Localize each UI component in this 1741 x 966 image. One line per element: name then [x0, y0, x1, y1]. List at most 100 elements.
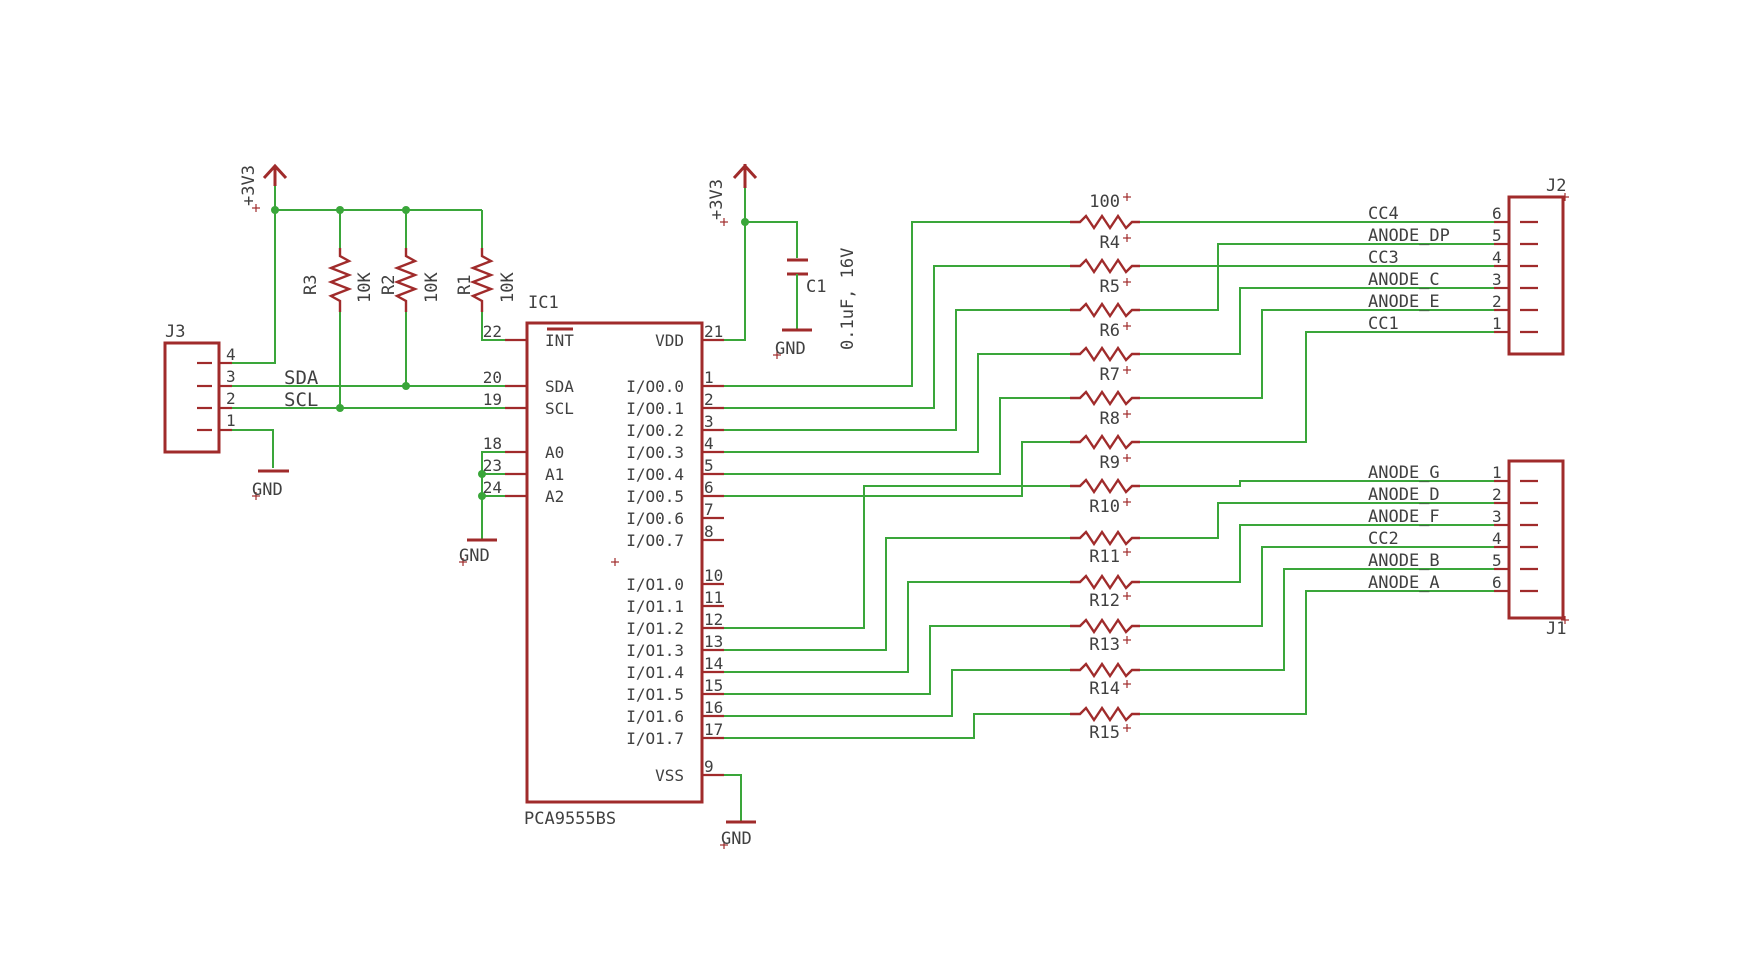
series-resistor-label: R4	[1100, 233, 1120, 253]
r2-name: R2	[379, 275, 399, 295]
ic1-pin-label: I/O0.7	[626, 531, 684, 550]
gnd-symbol-c1: GND	[773, 328, 812, 359]
ic1-pin-label: I/O1.3	[626, 641, 684, 660]
series-resistor-label: R6	[1100, 321, 1120, 341]
net-label: ANODE_DP	[1368, 226, 1450, 246]
series-resistor-body	[1070, 301, 1140, 319]
ic1-pin-label: I/O0.2	[626, 421, 684, 440]
io-wire	[1140, 309, 1494, 399]
r1-name: R1	[455, 275, 475, 295]
c1-value: 0.1uF, 16V	[838, 248, 858, 350]
c1-top-wire	[745, 221, 798, 258]
series-resistor-body	[1070, 529, 1140, 547]
ic1-pin-number: 7	[704, 500, 714, 519]
series-resistor-body	[1070, 573, 1140, 591]
ic1-pin-number: 17	[704, 720, 723, 739]
series-resistor-label: R13	[1089, 635, 1120, 655]
ic1-pin-number: 8	[704, 522, 714, 541]
ic1-pin-number: 2	[704, 390, 714, 409]
io-wire	[1140, 265, 1494, 311]
net-label: ANODE_F	[1368, 507, 1440, 527]
net-label: CC2	[1368, 529, 1399, 549]
ic1-pin-label: I/O0.1	[626, 399, 684, 418]
gnd-label: GND	[775, 339, 806, 359]
a0-gnd-wire	[481, 451, 505, 540]
int-wire	[481, 312, 505, 341]
io-routing-wires	[724, 221, 1494, 739]
supply-3v3-mid: +3V3	[707, 163, 758, 226]
net-label: ANODE_D	[1368, 485, 1440, 505]
gnd-symbol-vss: GND	[720, 820, 756, 849]
io-wire	[1140, 524, 1494, 583]
series-resistor-body	[1070, 477, 1140, 495]
ic1-pin-label: A2	[545, 487, 564, 506]
series-resistor-body	[1070, 617, 1140, 635]
net-label: ANODE_E	[1368, 292, 1440, 312]
ic1-pin-number: 12	[704, 610, 723, 629]
ic1-pin-number: 21	[704, 322, 723, 341]
ic1-pin-number: 16	[704, 698, 723, 717]
r2-value: 10K	[422, 272, 442, 303]
supply-label: +3V3	[707, 179, 727, 220]
ic1-pin-number: 14	[704, 654, 723, 673]
ic1-pin-number: 6	[704, 478, 714, 497]
ic1-pin-label: VSS	[655, 766, 684, 785]
ic1-pin-label: I/O1.0	[626, 575, 684, 594]
ic1-pin-number: 10	[704, 566, 723, 585]
io-wire	[1140, 502, 1494, 539]
ic1-pin-number: 11	[704, 588, 723, 607]
ic1-pin-number: 4	[704, 434, 714, 453]
io-wire	[724, 485, 1070, 629]
series-resistor-body	[1070, 661, 1140, 679]
ic1-pin-label: I/O1.5	[626, 685, 684, 704]
r1-value: 10K	[498, 272, 518, 303]
net-label: ANODE_G	[1368, 463, 1440, 483]
j3-pin-1: 1	[226, 411, 236, 430]
series-resistor-body	[1070, 257, 1140, 275]
gnd-symbol-addr: GND	[459, 538, 497, 566]
ic1-name: IC1	[528, 293, 559, 313]
net-label: CC1	[1368, 314, 1399, 334]
connector-pin-number: 2	[1492, 485, 1502, 504]
series-resistor-body	[1070, 213, 1140, 231]
io-wire	[1140, 287, 1494, 355]
series-resistor-label: R9	[1100, 453, 1120, 473]
j2-name: J2	[1546, 176, 1566, 196]
series-resistor-body	[1070, 345, 1140, 363]
ic1-pin-number: 5	[704, 456, 714, 475]
ic1-pin-label: I/O0.6	[626, 509, 684, 528]
connector-pin-number: 6	[1492, 573, 1502, 592]
ic1-pin-label: I/O1.2	[626, 619, 684, 638]
io-wire	[1140, 546, 1494, 627]
io-wire	[1140, 590, 1494, 715]
scl-net-label: SCL	[284, 389, 318, 411]
connector-pin-number: 6	[1492, 204, 1502, 223]
ic1-right-pins: 21VDD1I/O0.02I/O0.13I/O0.24I/O0.35I/O0.4…	[626, 322, 724, 785]
vdd-wire	[724, 188, 746, 341]
connector-j3: J3 4 3 2 1	[163, 322, 236, 454]
ic1-pin-label: A0	[545, 443, 564, 462]
series-resistor-body	[1070, 389, 1140, 407]
ic1-pin-label: VDD	[655, 331, 684, 350]
ic1-pin-label: I/O0.3	[626, 443, 684, 462]
ic1-pin-label: A1	[545, 465, 564, 484]
ic1-pin-number: 1	[704, 368, 714, 387]
ic1-pin-label: SDA	[545, 377, 574, 396]
series-resistor-label: R10	[1089, 497, 1120, 517]
r3-value: 10K	[355, 272, 375, 303]
ic1-pin-label: I/O1.4	[626, 663, 684, 682]
ic1-pin-label: I/O0.4	[626, 465, 684, 484]
resistor-r1: R1 10K	[455, 248, 518, 312]
resistor-r3: R3 10K	[301, 248, 375, 312]
j1-pins: 1ANODE_G2ANODE_D3ANODE_F4CC25ANODE_B6ANO…	[1368, 463, 1538, 593]
io-wire	[724, 537, 1070, 651]
io-wire	[724, 669, 1070, 717]
ic1-pin-number: 23	[483, 456, 502, 475]
r3-name: R3	[301, 275, 321, 295]
io-wire	[724, 713, 1070, 739]
